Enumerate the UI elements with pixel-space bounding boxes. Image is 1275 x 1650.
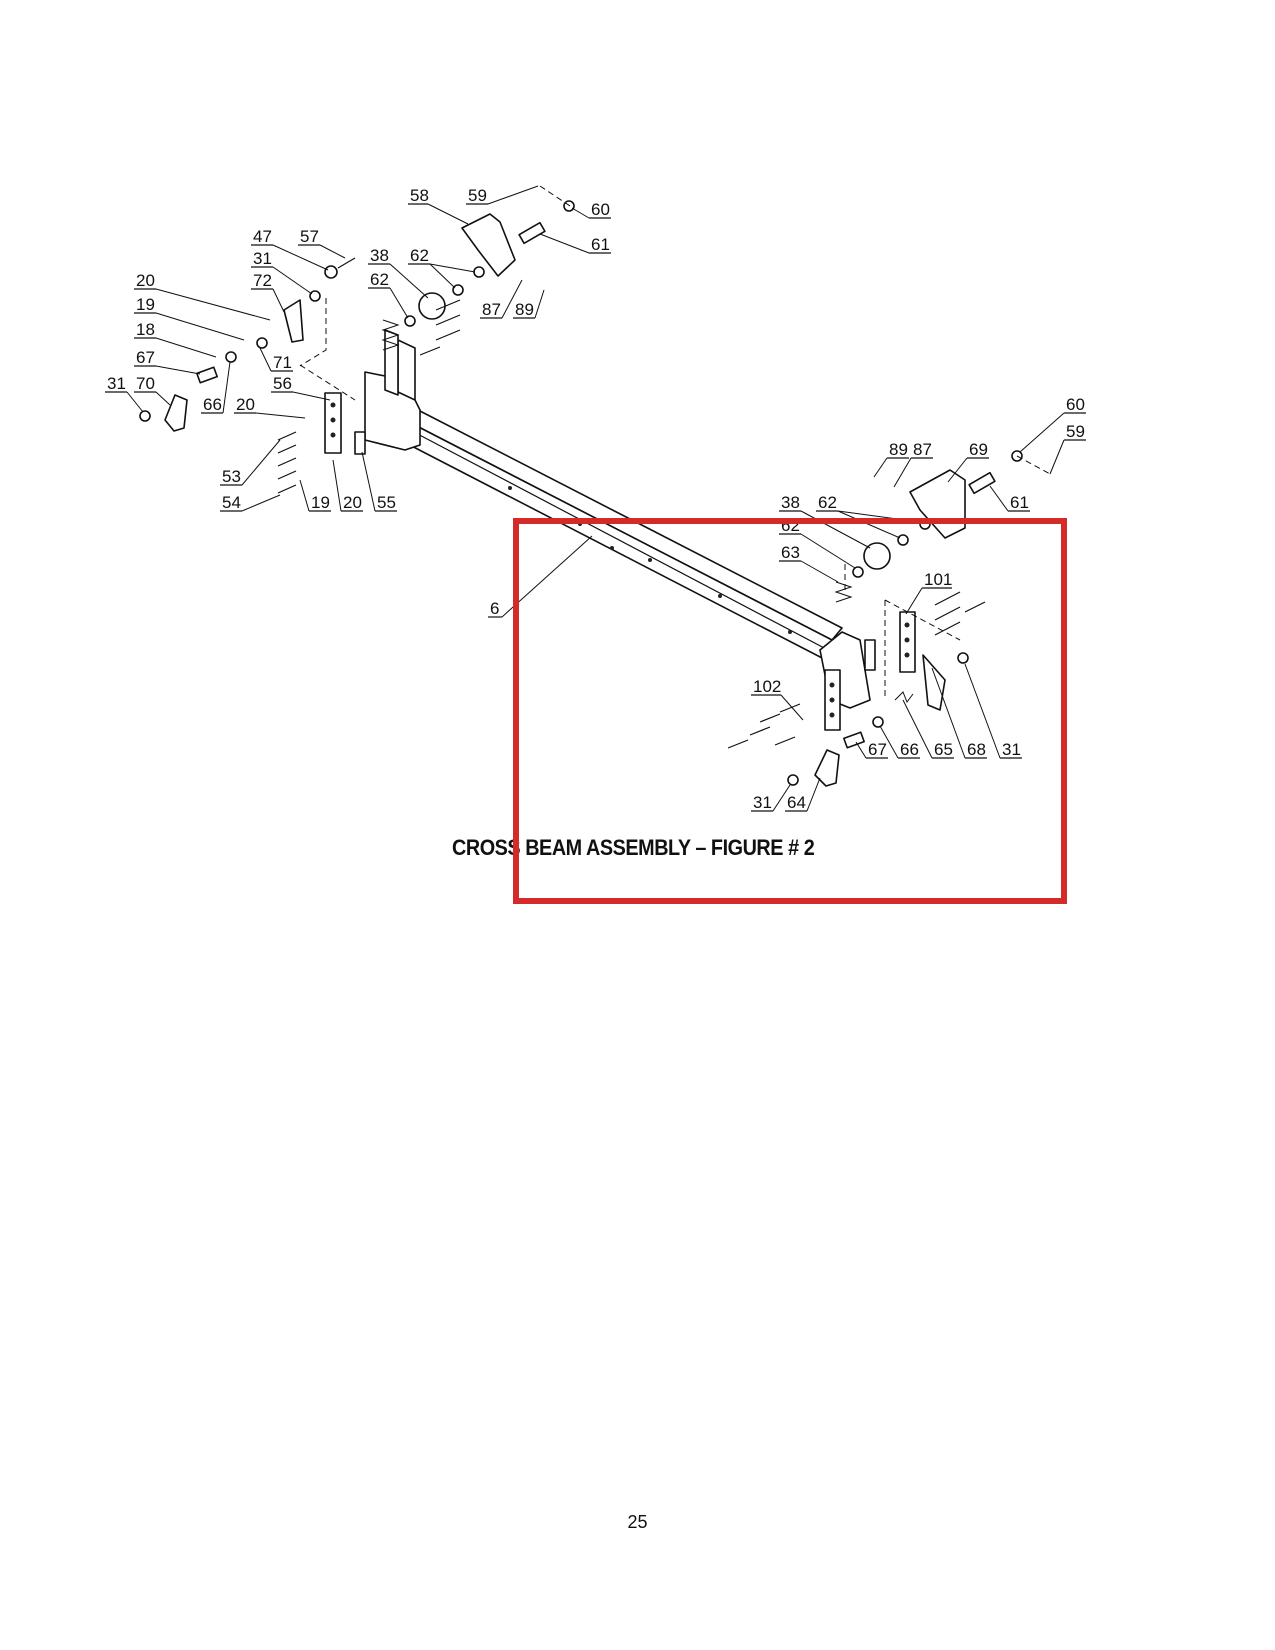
callout-69: 69 — [969, 440, 988, 459]
callout-59: 59 — [468, 186, 487, 205]
callout-72: 72 — [253, 271, 272, 290]
callout-66a: 66 — [203, 395, 222, 414]
callout-101: 101 — [924, 570, 952, 589]
callout-labels: 58 59 60 61 47 57 38 62 62 87 89 — [105, 185, 1086, 812]
callout-59b: 59 — [1066, 422, 1085, 441]
callout-64: 64 — [787, 793, 806, 812]
callout-57: 57 — [300, 227, 319, 246]
callout-60b: 60 — [1066, 395, 1085, 414]
callout-31a: 31 — [253, 249, 272, 268]
callout-62b: 62 — [370, 270, 389, 289]
callout-65: 65 — [934, 740, 953, 759]
left-bolts — [277, 299, 461, 494]
callout-54: 54 — [222, 493, 241, 512]
left-end-bracket — [324, 319, 421, 455]
callout-61: 61 — [591, 235, 610, 254]
callout-61b: 61 — [1010, 493, 1029, 512]
callout-62a: 62 — [410, 246, 429, 265]
callout-19b: 19 — [311, 493, 330, 512]
callout-38: 38 — [370, 246, 389, 265]
callout-70: 70 — [136, 374, 155, 393]
callout-89b: 89 — [889, 440, 908, 459]
callout-68: 68 — [967, 740, 986, 759]
callout-87b: 87 — [913, 440, 932, 459]
callout-20a: 20 — [136, 271, 155, 290]
callout-56: 56 — [273, 374, 292, 393]
callout-6: 6 — [490, 599, 499, 618]
figure-title: CROSS BEAM ASSEMBLY – FIGURE # 2 — [452, 835, 815, 860]
callout-18: 18 — [136, 320, 155, 339]
callout-67b: 67 — [868, 740, 887, 759]
callout-20b: 20 — [236, 395, 255, 414]
left-hardware — [139, 185, 575, 432]
callout-66b: 66 — [900, 740, 919, 759]
callout-38b: 38 — [781, 493, 800, 512]
right-lower-hardware — [727, 591, 986, 787]
callout-20c: 20 — [343, 493, 362, 512]
cross-beam-tube — [399, 409, 843, 661]
right-end-bracket — [819, 560, 961, 731]
callout-102: 102 — [753, 677, 781, 696]
highlight-box — [513, 518, 1067, 904]
callout-31b: 31 — [107, 374, 126, 393]
callout-63: 63 — [781, 543, 800, 562]
callout-47: 47 — [253, 227, 272, 246]
page-number: 25 — [627, 1512, 648, 1532]
callout-67a: 67 — [136, 348, 155, 367]
callout-19a: 19 — [136, 295, 155, 314]
callout-71: 71 — [273, 353, 292, 372]
callout-62c: 62 — [818, 493, 837, 512]
callout-55: 55 — [377, 493, 396, 512]
callout-31c: 31 — [1002, 740, 1021, 759]
callout-31d: 31 — [753, 793, 772, 812]
callout-58: 58 — [410, 186, 429, 205]
callout-87: 87 — [482, 300, 501, 319]
callout-53: 53 — [222, 467, 241, 486]
callout-89: 89 — [515, 300, 534, 319]
callout-60: 60 — [591, 200, 610, 219]
